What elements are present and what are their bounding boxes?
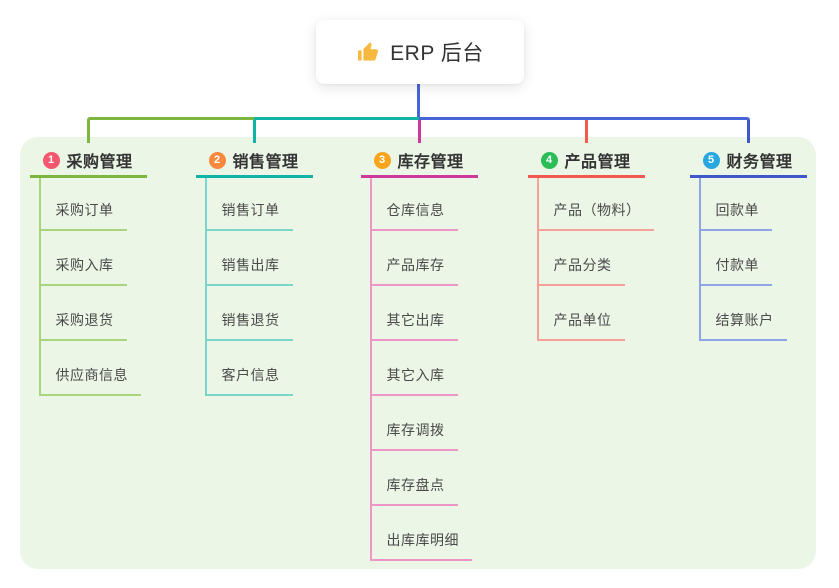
child-node[interactable]: 仓库信息 [369,195,458,231]
child-label: 其它出库 [386,312,445,328]
child-node[interactable]: 产品（物料） [536,195,654,231]
branch-label: 采购管理 [66,154,133,171]
connector-branch-4-drop [584,120,588,143]
child-label: 库存调拨 [386,422,445,438]
branch-label: 产品管理 [564,154,631,171]
child-label: 回款单 [715,202,759,218]
child-node[interactable]: 其它入库 [369,360,458,396]
child-node[interactable]: 产品分类 [536,250,625,286]
connector-bus-middle [254,117,419,120]
child-label: 出库库明细 [386,532,459,548]
child-label: 产品库存 [386,257,445,273]
child-label: 仓库信息 [386,202,445,218]
root-label: ERP 后台 [390,42,484,65]
child-node[interactable]: 销售出库 [204,250,293,286]
branch-trunk-line [536,178,539,341]
child-node[interactable]: 回款单 [698,195,772,231]
child-node[interactable]: 销售退货 [204,305,293,341]
child-node[interactable]: 结算账户 [698,305,787,341]
connector-branch-2-drop [252,120,256,143]
child-label: 库存盘点 [386,477,445,493]
child-label: 产品单位 [553,312,612,328]
child-node[interactable]: 库存盘点 [369,470,458,506]
diagram-panel [20,137,816,569]
branch-node-2[interactable]: 2 销售管理 [195,145,313,178]
branch-badge: 2 [208,151,226,169]
connector-bus-right [419,117,750,120]
thumbs-up-icon [356,40,380,64]
child-node[interactable]: 库存调拨 [369,415,458,451]
connector-branch-5-drop [746,120,750,143]
branch-node-3[interactable]: 3 库存管理 [360,145,478,178]
child-label: 产品（物料） [553,202,641,218]
child-label: 产品分类 [553,257,612,273]
branch-label: 销售管理 [232,154,299,171]
branch-trunk-line [38,178,41,396]
child-node[interactable]: 采购订单 [38,195,127,231]
child-node[interactable]: 采购入库 [38,250,127,286]
connector-bus-left [86,117,254,120]
child-node[interactable]: 客户信息 [204,360,293,396]
child-label: 供应商信息 [55,367,128,383]
branch-badge: 3 [373,151,391,169]
child-node[interactable]: 出库库明细 [369,525,472,561]
branch-badge: 1 [42,151,60,169]
branch-label: 库存管理 [397,154,464,171]
branch-trunk-line [204,178,207,396]
child-label: 销售退货 [221,312,280,328]
child-node[interactable]: 其它出库 [369,305,458,341]
child-label: 付款单 [715,257,759,273]
child-node[interactable]: 采购退货 [38,305,127,341]
child-label: 客户信息 [221,367,280,383]
child-node[interactable]: 产品单位 [536,305,625,341]
root-node[interactable]: ERP 后台 [316,20,524,84]
child-node[interactable]: 付款单 [698,250,772,286]
child-label: 采购入库 [55,257,114,273]
branch-badge: 5 [702,151,720,169]
branch-trunk-line [698,178,701,341]
child-node[interactable]: 销售订单 [204,195,293,231]
connector-root-drop [417,84,420,117]
child-node[interactable]: 供应商信息 [38,360,141,396]
branch-label: 财务管理 [726,154,793,171]
child-label: 销售出库 [221,257,280,273]
branch-node-4[interactable]: 4 产品管理 [527,145,645,178]
connector-branch-1-drop [86,120,90,143]
child-label: 采购退货 [55,312,114,328]
branch-trunk-line [369,178,372,561]
branch-badge: 4 [540,151,558,169]
branch-node-1[interactable]: 1 采购管理 [29,145,147,178]
child-label: 销售订单 [221,202,280,218]
connector-branch-3-drop [417,120,421,143]
child-label: 采购订单 [55,202,114,218]
branch-node-5[interactable]: 5 财务管理 [689,145,807,178]
child-label: 其它入库 [386,367,445,383]
child-label: 结算账户 [715,312,774,328]
child-node[interactable]: 产品库存 [369,250,458,286]
